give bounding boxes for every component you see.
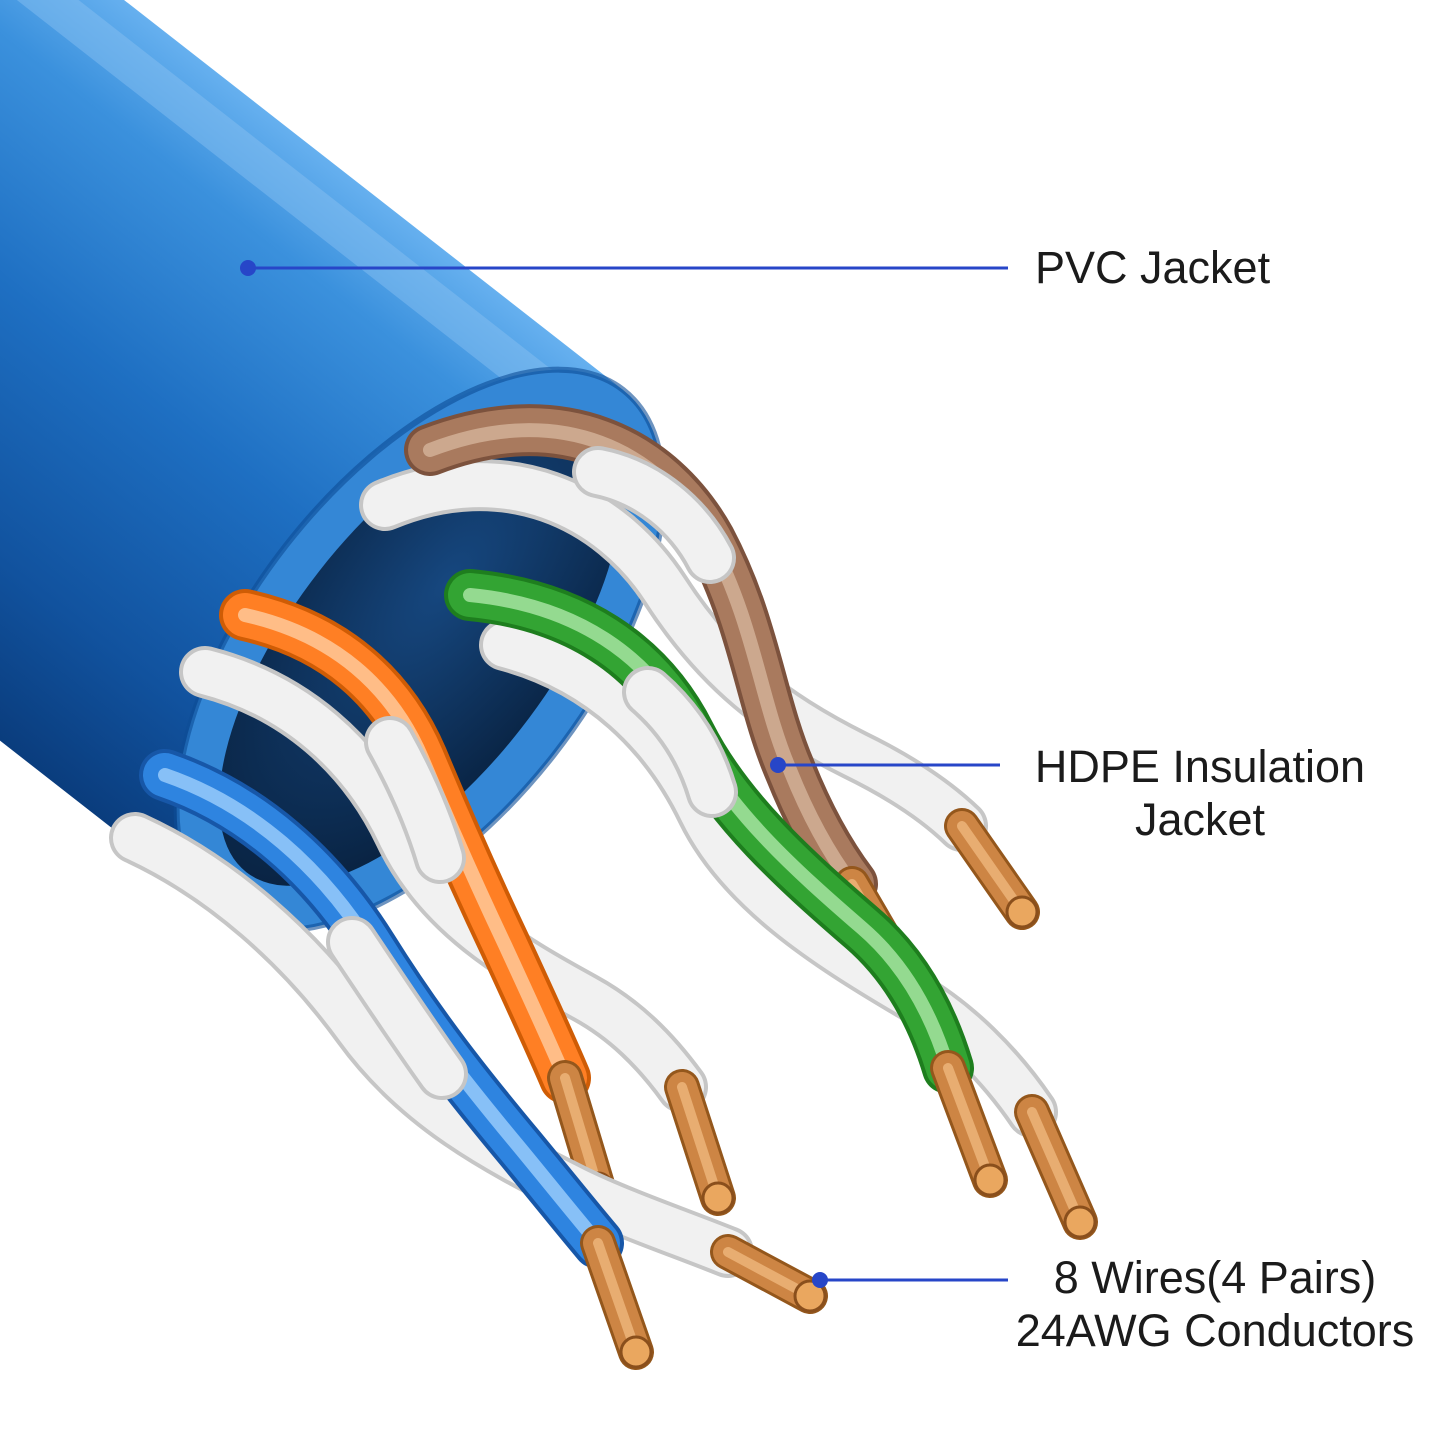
callout-dot xyxy=(812,1272,828,1288)
copper-tip xyxy=(701,1181,735,1215)
copper-tip xyxy=(793,1279,827,1313)
callout-label-conductors: 8 Wires(4 Pairs) 24AWG Conductors xyxy=(985,1251,1445,1357)
cable-opening xyxy=(219,414,621,886)
callout-label-hdpe-insulation-jacket: HDPE Insulation Jacket xyxy=(985,740,1415,846)
copper-tip xyxy=(1005,895,1039,929)
callout-dot xyxy=(240,260,256,276)
callout-dot xyxy=(770,757,786,773)
callout-text: PVC Jacket xyxy=(1035,242,1271,293)
callout-text: 8 Wires(4 Pairs) xyxy=(1053,1252,1377,1303)
cable-body xyxy=(0,0,624,911)
callout-hdpe-leader xyxy=(770,757,1000,773)
callout-conductors-leader xyxy=(812,1272,1008,1288)
callout-text: HDPE Insulation xyxy=(1034,741,1366,792)
cable-highlight xyxy=(0,0,583,422)
callout-label-pvc-jacket: PVC Jacket xyxy=(1035,241,1270,294)
copper-tip xyxy=(973,1163,1007,1197)
wire-pair-green xyxy=(470,595,1095,1237)
wire-pair-blue xyxy=(135,775,825,1367)
copper-tip xyxy=(619,1335,653,1369)
callout-text: 24AWG Conductors xyxy=(1015,1305,1415,1357)
copper-tip xyxy=(1063,1205,1097,1239)
callout-text: Jacket xyxy=(1134,794,1266,846)
callout-pvc-jacket-leader xyxy=(240,260,1008,276)
